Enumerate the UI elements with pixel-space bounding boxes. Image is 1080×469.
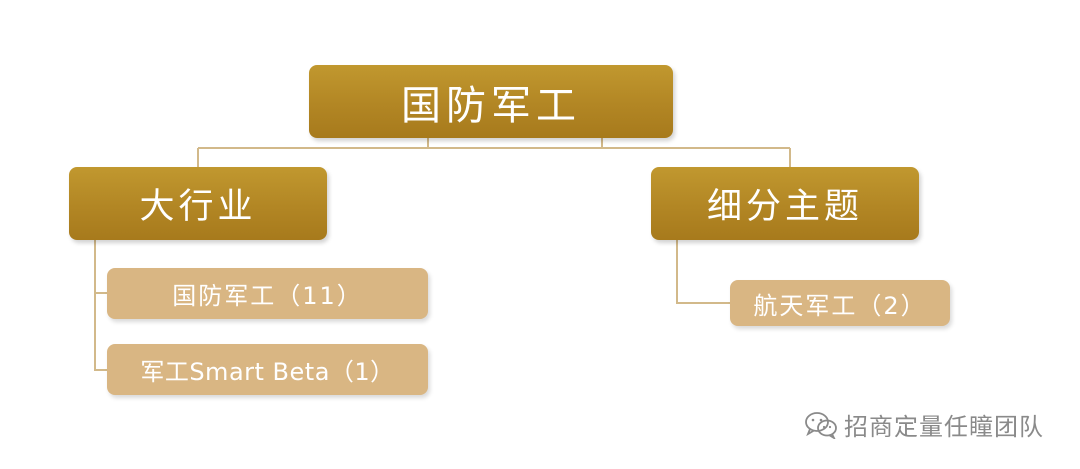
leaf-node: 航天军工（2） <box>730 280 950 326</box>
category-label: 细分主题 <box>706 187 863 227</box>
root-label: 国防军工 <box>401 82 581 129</box>
watermark: 招商定量任瞳团队 <box>804 407 1044 442</box>
leaf-node: 国防军工（11） <box>107 268 428 319</box>
wechat-icon <box>805 411 837 439</box>
leaf-label: 军工Smart Beta（1） <box>140 358 395 386</box>
leaf-node: 军工Smart Beta（1） <box>107 344 428 395</box>
watermark-text: 招商定量任瞳团队 <box>844 413 1044 441</box>
category-node-theme: 细分主题 <box>651 167 919 240</box>
leaf-label: 航天军工（2） <box>753 291 927 320</box>
category-node-industry: 大行业 <box>69 167 327 240</box>
root-node: 国防军工 <box>309 65 673 138</box>
leaf-label: 国防军工（11） <box>172 282 363 310</box>
category-label: 大行业 <box>139 187 257 227</box>
